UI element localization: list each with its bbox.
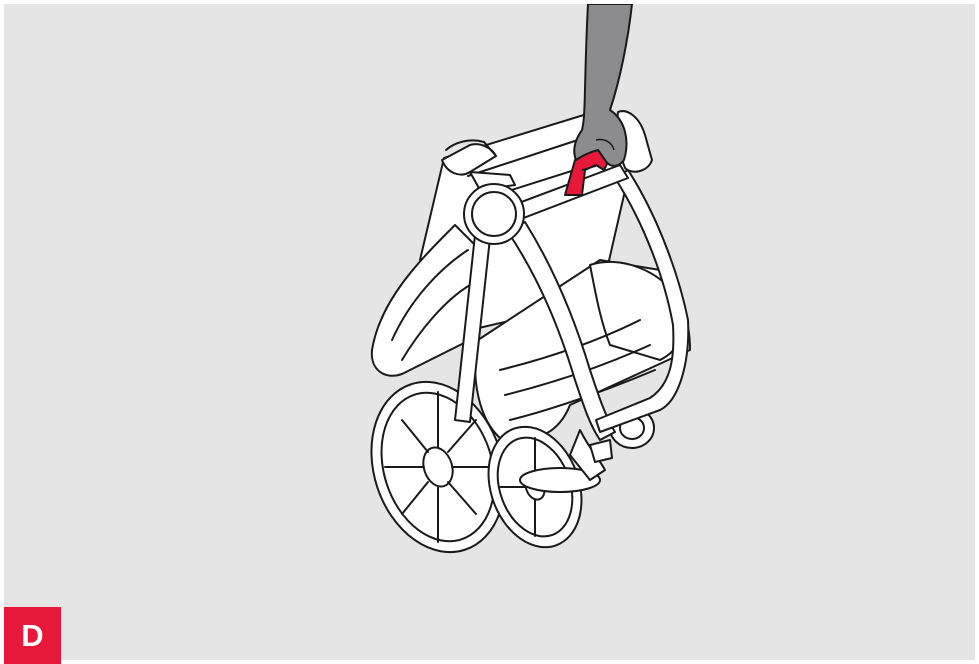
folded-stroller-illustration — [4, 4, 975, 660]
hand-icon — [574, 4, 632, 166]
step-badge: D — [4, 607, 61, 664]
instruction-panel — [4, 4, 975, 660]
